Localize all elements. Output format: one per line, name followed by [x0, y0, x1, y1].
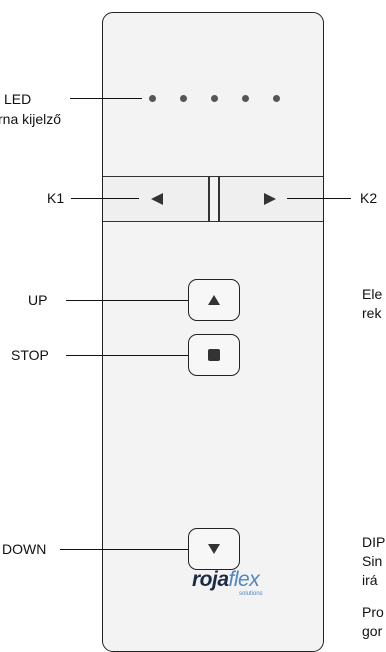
arrow-left-icon [151, 193, 163, 205]
led-label: LED [4, 91, 32, 107]
led-dot [180, 95, 187, 102]
side-text: DIP [362, 534, 386, 550]
led-leader-line [70, 98, 142, 100]
up-label: UP [28, 292, 48, 308]
side-text: irá [362, 572, 378, 588]
logo-text-flex: flex [228, 568, 260, 591]
down-leader-line [60, 549, 188, 551]
k1-label: K1 [47, 190, 65, 206]
k2-label: K2 [360, 190, 378, 206]
up-button[interactable] [188, 279, 240, 321]
down-label: DOWN [2, 541, 47, 557]
led-dot [211, 95, 218, 102]
down-button[interactable] [188, 528, 240, 570]
up-leader-line [66, 300, 188, 302]
side-text: Sin [362, 553, 383, 569]
stop-label: STOP [11, 347, 49, 363]
side-text: Ele [362, 286, 383, 302]
led-dot [242, 95, 249, 102]
arrow-right-icon [264, 193, 276, 205]
led-label-line2: rna kijelző [0, 111, 62, 127]
led-dot [273, 95, 280, 102]
k2-leader-line [287, 198, 351, 200]
rojaflex-logo: rojaflex solutions [192, 568, 263, 597]
logo-subtitle: solutions [239, 591, 263, 597]
square-stop-icon [208, 349, 220, 361]
logo-text-main: roja [192, 568, 229, 591]
led-dot [149, 95, 156, 102]
k1-leader-line [71, 198, 139, 200]
side-text: gor [362, 623, 383, 639]
side-text: rek [362, 305, 382, 321]
stop-leader-line [66, 355, 188, 357]
stop-button[interactable] [188, 334, 240, 376]
triangle-down-icon [208, 544, 220, 554]
k1-k2-divider [209, 176, 219, 222]
triangle-up-icon [208, 295, 220, 305]
